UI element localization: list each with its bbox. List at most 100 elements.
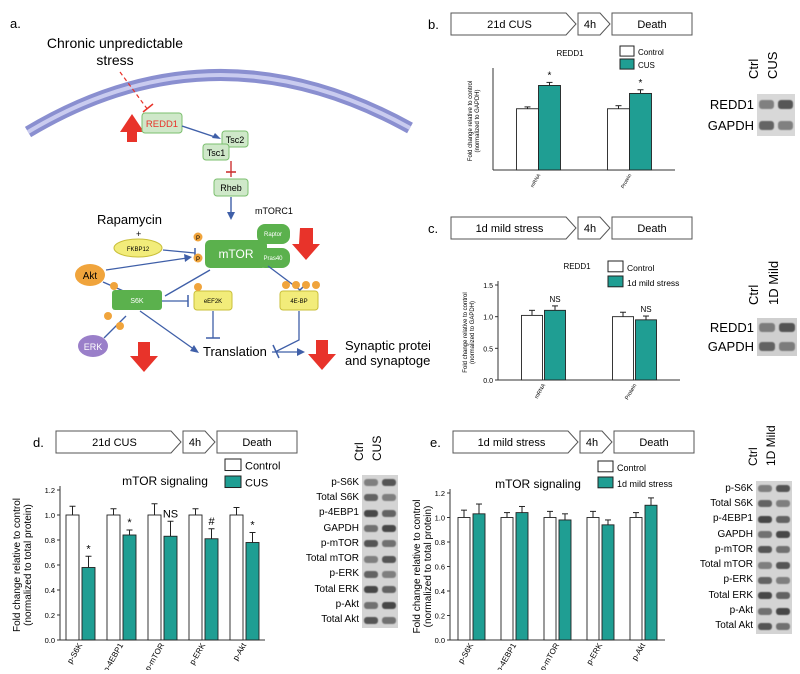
panel-e-blot-row-label: p-4EBP1 xyxy=(712,513,753,525)
panel_c-flow: 1d mild stress 4h Death xyxy=(450,216,693,240)
panel_e-flow-step1-label: 1d mild stress xyxy=(478,437,546,449)
panel-c-blot-row-label: GAPDH xyxy=(707,339,754,354)
chart-e-bar-Control-p-Akt xyxy=(629,517,643,641)
chart-b-ylabel-1: Fold change relative to control xyxy=(468,81,474,161)
chart-d-bar-Control-p-mTOR xyxy=(147,514,162,641)
chart-d-category-p-4EBP1: p-4EBP1 xyxy=(101,641,125,670)
panel-b-lane-label: Ctrl xyxy=(746,58,761,79)
chart-b-bar-Control-Protein xyxy=(607,108,630,171)
chart-d-bar-CUS-p-mTOR xyxy=(163,535,178,641)
chart-d-ytick-label: 0.4 xyxy=(45,586,55,595)
chart-e-category-p-ERK: p-ERK xyxy=(585,641,605,666)
panel-d-lane-label: CUS xyxy=(370,435,384,461)
panel-d-blot-band xyxy=(364,540,378,548)
panel-d-blot-row-label: GAPDH xyxy=(323,522,359,534)
panel_c-flow-step1-label: 1d mild stress xyxy=(476,223,544,235)
chart-b-legend-label-1: CUS xyxy=(638,61,655,70)
chart-e-bar-1d mild stress-p-ERK xyxy=(601,524,615,641)
panel-e-blot-row-label: p-S6K xyxy=(725,482,753,494)
panel-e-blot-band xyxy=(776,531,790,539)
s6k-down-arrow xyxy=(130,342,158,372)
panel-d-blot-row-label: p-ERK xyxy=(329,568,359,580)
chart-d-legend-swatch-1 xyxy=(224,475,242,489)
panel-e-blot-row-label: p-mTOR xyxy=(714,543,753,555)
chart-c-ytick-label: 1.0 xyxy=(483,315,493,322)
chart-d-ytick-label: 1.0 xyxy=(45,511,55,520)
panel_b-flow-step1-label: 21d CUS xyxy=(487,19,532,31)
panel-d-blot-row-label: Total ERK xyxy=(314,583,359,595)
svg-text:P: P xyxy=(196,257,200,263)
chart-b-category-Protein: Protein xyxy=(620,173,633,190)
chart-e-category-p-mTOR: p-mTOR xyxy=(538,641,561,670)
panel-d-blot-band xyxy=(382,509,396,517)
panel-e-blot-band xyxy=(776,485,790,493)
panel_c-flow-step2-label: 4h xyxy=(584,223,596,235)
chart-e-bar-Control-p-S6K xyxy=(457,517,471,641)
panel-e-blot-band xyxy=(776,515,790,523)
chart-b-title: REDD1 xyxy=(556,49,584,58)
panel-d-blot-band xyxy=(382,525,396,533)
panel_c-flow-death-label: Death xyxy=(637,223,666,235)
panel-d-blot-band xyxy=(364,479,378,487)
rheb-node xyxy=(213,178,249,197)
chart-d-category-p-S6K: p-S6K xyxy=(65,641,84,665)
panel_c-flow-step2 xyxy=(577,216,611,240)
synaptic-line1: Synaptic proteins xyxy=(345,338,430,353)
chart-b-legend-swatch-1 xyxy=(619,58,635,70)
chart-c-legend-swatch-1 xyxy=(607,275,624,288)
panel_b-flow-step2-label: 4h xyxy=(584,19,596,31)
panel_e-flow-step2 xyxy=(579,430,613,454)
akt-node xyxy=(75,264,105,286)
panel-d-blot-band xyxy=(382,555,396,563)
pras40-node xyxy=(257,248,290,268)
panel_c-letter: c. xyxy=(428,221,439,236)
panel-d-blot-band xyxy=(382,570,396,578)
chart-d-annotation-p-mTOR: NS xyxy=(163,508,178,520)
chart-d-category-p-Akt: p-Akt xyxy=(231,641,249,662)
panel-e-blot-row-label: p-ERK xyxy=(723,574,753,586)
chart-e-bar-1d mild stress-p-mTOR xyxy=(558,519,572,641)
erk-node xyxy=(78,335,108,357)
panel-e-blot-row-label: Total S6K xyxy=(710,497,753,509)
chart-b-bar-CUS-mRNA xyxy=(538,85,561,171)
panel-e-blot-band xyxy=(776,592,790,600)
panel_c-flow-death xyxy=(611,216,693,240)
panel-e-blot-band xyxy=(758,485,772,493)
panel-e-blot-image xyxy=(756,481,792,634)
chart-c-bar-Control-mRNA xyxy=(521,314,543,381)
panel-d-blot-band xyxy=(382,616,396,624)
chart-b-category-mRNA: mRNA xyxy=(530,172,543,188)
panel-e-blot-row-label: p-Akt xyxy=(729,605,753,617)
chart-c-ylabel-1: Fold change relative to control xyxy=(463,292,469,372)
panel-c-blot-band xyxy=(759,323,775,332)
chart-e-bar-1d mild stress-p-S6K xyxy=(472,513,486,641)
panel-d-blot-band xyxy=(364,570,378,578)
panel-d-blot-band xyxy=(364,601,378,609)
chart-e-bar-1d mild stress-p-4EBP1 xyxy=(515,512,529,641)
panel-d-blot-band xyxy=(364,555,378,563)
chart-e-legend-label-1: 1d mild stress xyxy=(617,479,673,489)
chart-e-ytick-label: 0.8 xyxy=(435,538,445,547)
panel_d-flow-death xyxy=(216,430,298,454)
panel-e-blot-band xyxy=(758,607,772,615)
panel-b-blot-band xyxy=(778,121,793,130)
chart-d-title: mTOR signaling xyxy=(122,474,208,488)
panel-d-lane-label: Ctrl xyxy=(352,442,366,461)
chart-d-category-p-mTOR: p-mTOR xyxy=(143,641,166,670)
panel-e-blot-band xyxy=(758,561,772,569)
panel-d-blot-row-label: Total Akt xyxy=(321,614,359,626)
chart-d-bar-CUS-p-Akt xyxy=(245,542,260,641)
panel-b-blot-band xyxy=(778,100,793,109)
4ebp-phospho-icons xyxy=(282,281,320,289)
mtor-phospho-icons: P P xyxy=(193,232,203,263)
panel-d-blot-band xyxy=(382,586,396,594)
panel-d-blot-band xyxy=(364,525,378,533)
panel-c-blot-image xyxy=(757,318,797,356)
panel-e-blot-band xyxy=(776,561,790,569)
chart-c-category-mRNA: mRNA xyxy=(534,383,547,400)
synaptic-down-arrow xyxy=(308,340,336,370)
panel-b-blot-band xyxy=(759,100,774,109)
chart-c-ylabel-2: (normalized to GAPDH) xyxy=(470,301,476,364)
panel-b-blot-row-label: REDD1 xyxy=(709,97,754,112)
panel-d-blot-band xyxy=(382,494,396,502)
